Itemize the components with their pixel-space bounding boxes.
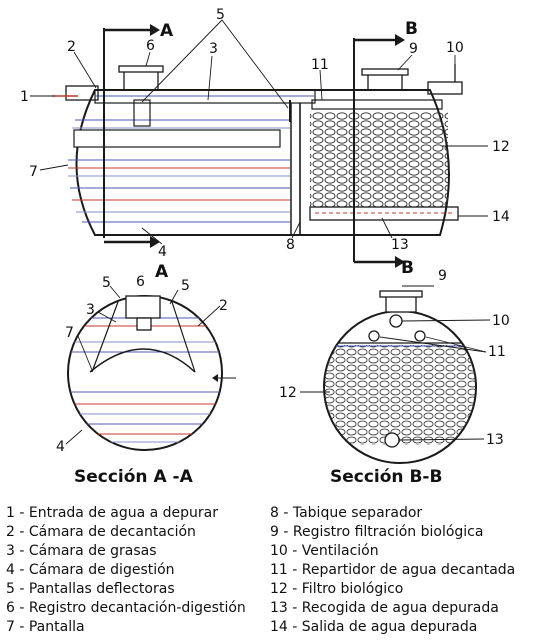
callout-2: 2 [67,39,76,55]
legend-item-1: 1 - Entrada de agua a depurar [6,505,219,521]
longitudinal-section: A A B B [30,19,488,282]
callout-8: 8 [286,237,295,253]
inspection-port-6 [123,69,159,91]
legend-item-7: 7 - Pantalla [6,619,85,635]
callout-2-section-a: 2 [219,298,228,314]
callout-6-section-a: 6 [136,274,145,290]
callout-4: 4 [158,244,167,260]
legend-item-4: 4 - Cámara de digestión [6,562,175,578]
section-b-title: Sección B-B [330,467,442,487]
callout-7: 7 [29,164,38,180]
callout-5: 5 [216,7,225,23]
legend-left: 1 - Entrada de agua a depurar 2 - Cámara… [6,504,246,637]
callout-13-section-b: 13 [486,432,504,448]
cut-label-b-bottom: B [401,258,414,278]
callout-14: 14 [492,209,510,225]
legend-item-11: 11 - Repartidor de agua decantada [270,562,516,578]
cut-label-a-top: A [160,21,174,41]
callout-7-section-a: 7 [65,325,74,341]
callout-3: 3 [209,41,218,57]
section-cut-b: B B [353,19,418,278]
screen-7 [73,129,281,148]
legend-right: 8 - Tabique separador 9 - Registro filtr… [270,504,515,637]
callout-12-section-b: 12 [279,385,297,401]
callout-11: 11 [311,57,329,73]
legend-item-13: 13 - Recogida de agua depurada [270,600,499,616]
callout-5-section-a-right: 5 [181,278,190,294]
legend-item-8: 8 - Tabique separador [270,505,423,521]
cut-label-b-top: B [405,19,418,39]
callout-9: 9 [409,41,418,57]
legend-item-14: 14 - Salida de agua depurada [270,619,478,635]
section-a-title: Sección A -A [74,467,194,487]
section-cut-a: A A [103,21,174,282]
cut-label-a-bottom: A [155,262,169,282]
callout-9-section-b: 9 [438,268,447,284]
callout-3-section-a: 3 [86,302,95,318]
legend-item-12: 12 - Filtro biológico [270,581,404,597]
callout-numbers: 1 2 3 4 5 6 7 8 9 10 11 12 13 14 6 5 5 3… [20,7,510,455]
inspection-port-9 [367,73,403,91]
section-a-a: Sección A -A [65,285,236,487]
callout-1: 1 [20,89,29,105]
inlet-pipe [65,85,99,101]
section-b-b: Sección B-B [300,285,491,487]
callout-11-section-b: 11 [488,344,506,360]
legend-item-3: 3 - Cámara de grasas [6,543,157,559]
distributor-pipe [311,99,443,110]
vent-pipe [427,81,463,95]
collector-pipe [309,206,459,221]
leader-lines [30,19,488,245]
callout-5-section-a-left: 5 [102,275,111,291]
legend-item-2: 2 - Cámara de decantación [6,524,196,540]
callout-10-section-b: 10 [492,313,510,329]
legend-item-9: 9 - Registro filtración biológica [270,524,484,540]
biofilter-longitudinal [310,112,448,208]
legend-item-6: 6 - Registro decantación-digestión [6,600,246,616]
callout-10: 10 [446,40,464,56]
callout-13: 13 [391,237,409,253]
legend-item-10: 10 - Ventilación [270,543,379,559]
callout-12: 12 [492,139,510,155]
callout-4-section-a: 4 [56,439,65,455]
callout-6: 6 [146,38,155,54]
legend-item-5: 5 - Pantallas deflectoras [6,581,175,597]
